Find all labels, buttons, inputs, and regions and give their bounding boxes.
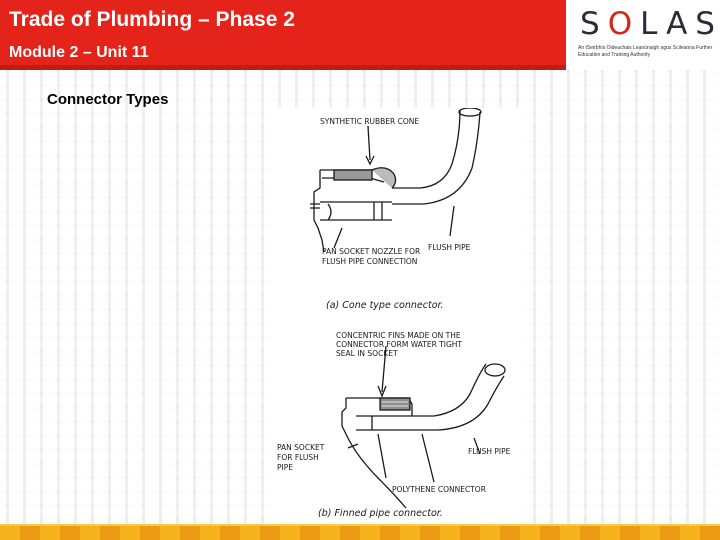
label-pan-socket-b-1: PAN SOCKET [277,443,325,452]
caption-finned-connector: (b) Finned pipe connector. [318,508,443,519]
leader-connector [421,433,435,483]
flush-pipe-b-inner [372,375,505,431]
label-flush-pipe-a: FLUSH PIPE [428,243,471,252]
label-pan-socket-b-2: FOR FLUSH [277,453,319,462]
label-fins-2: CONNECTOR FORM WATER TIGHT [336,340,462,349]
leader-cone [367,125,371,161]
slide-title: Trade of Plumbing – Phase 2 [9,8,295,31]
flush-pipe-b-outer [372,363,487,417]
leader-flush-pipe-a [449,205,455,237]
label-rubber-cone: SYNTHETIC RUBBER CONE [320,117,419,126]
label-pan-socket-a-1: PAN SOCKET NOZZLE FOR [322,247,420,256]
section-heading: Connector Types [47,91,169,108]
footer-bar [0,526,720,540]
label-pan-socket-b-3: PIPE [277,463,293,472]
leader-socket-a [333,227,343,249]
flush-pipe-a-outer [392,109,461,189]
logo-wordmark: SOLAS [580,6,720,42]
pan-socket-outline-b [341,398,407,509]
pan-socket-outline-a [313,170,325,253]
caption-cone-connector: (a) Cone type connector. [326,300,444,311]
banner-stripe [0,65,566,70]
leader-socket-b [347,443,359,449]
slide-subtitle: Module 2 – Unit 11 [9,44,149,61]
leader-fins [381,345,387,393]
label-fins-3: SEAL IN SOCKET [336,349,398,358]
logo-tagline: An tSeirbhís Oideachais Leanúnaigh agus … [578,45,713,58]
label-flush-pipe-b: FLUSH PIPE [468,447,511,456]
rubber-cone [371,167,397,189]
connector-diagram-svg: SYNTHETIC RUBBER CONE FLUSH PIPE PAN SOC… [277,108,511,519]
label-polythene-connector: POLYTHENE CONNECTOR [392,485,486,494]
leader-flush-pipe-b [473,437,481,455]
label-fins-1: CONCENTRIC FINS MADE ON THE [336,331,461,340]
flush-pipe-a-inner [392,111,481,205]
connector-diagram: SYNTHETIC RUBBER CONE FLUSH PIPE PAN SOC… [274,108,522,524]
footer-strip [0,524,720,526]
solas-logo: SOLAS An tSeirbhís Oideachais Leanúnaigh… [572,0,720,70]
rubber-cone-shading [333,169,373,181]
connector-fins [379,397,411,411]
title-banner: Trade of Plumbing – Phase 2 Module 2 – U… [0,0,566,65]
label-pan-socket-a-2: FLUSH PIPE CONNECTION [322,257,417,266]
